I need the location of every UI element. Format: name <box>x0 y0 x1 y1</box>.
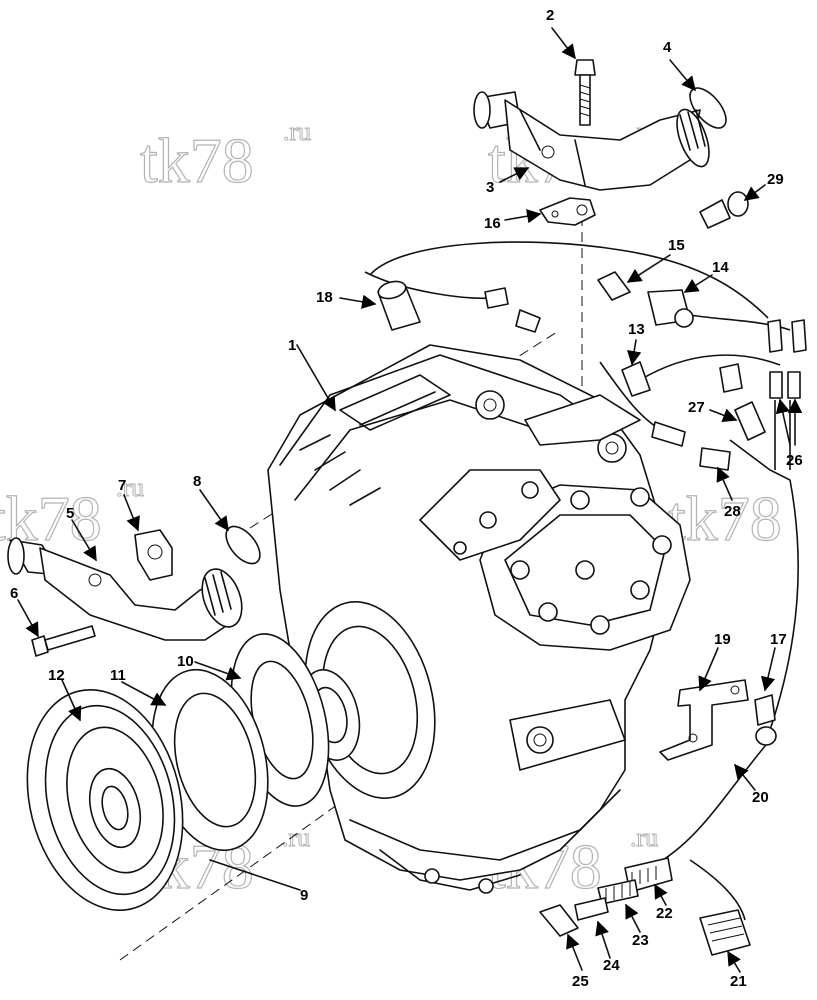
watermark: tk78 .ru <box>139 117 311 197</box>
callout-8: 8 <box>193 473 201 490</box>
callout-2: 2 <box>546 7 554 24</box>
connector-21 <box>699 909 751 956</box>
callout-1: 1 <box>288 337 296 354</box>
svg-text:tk78: tk78 <box>140 125 254 196</box>
clutch-assembly <box>26 633 330 911</box>
callout-13: 13 <box>628 321 645 338</box>
terminal-lock-25 <box>539 904 579 937</box>
mounting-bracket-19 <box>659 679 749 761</box>
wiring-harness <box>364 241 807 921</box>
cable-clamp-29 <box>699 191 749 229</box>
svg-text:.ru: .ru <box>283 117 311 146</box>
callout-11: 11 <box>110 667 126 684</box>
connector-27 <box>734 401 766 441</box>
fitting-15 <box>597 271 631 301</box>
callout-12: 12 <box>48 667 65 684</box>
callout-5: 5 <box>66 505 74 522</box>
callout-21: 21 <box>730 973 747 990</box>
callout-18: 18 <box>316 289 333 306</box>
callout-24: 24 <box>603 957 620 974</box>
watermark: tk78 <box>667 482 782 554</box>
callout-17: 17 <box>770 631 787 648</box>
callout-16: 16 <box>484 215 501 232</box>
sensor-13 <box>621 361 651 397</box>
callout-6: 6 <box>10 585 18 602</box>
callout-28: 28 <box>724 503 741 520</box>
seal-24 <box>574 897 609 921</box>
suction-elbow-assembly <box>7 525 261 657</box>
callout-15: 15 <box>668 237 685 254</box>
callout-3: 3 <box>486 179 494 196</box>
callout-26: 26 <box>786 452 803 469</box>
connector-parts <box>539 857 751 956</box>
callout-19: 19 <box>714 631 731 648</box>
bolt-2 <box>574 59 596 126</box>
connector-28 <box>699 447 731 471</box>
clamp-17 <box>754 694 777 746</box>
compressor-body <box>267 344 691 894</box>
callout-27: 27 <box>688 399 705 416</box>
head-bolts-top <box>475 390 641 463</box>
callout-10: 10 <box>177 653 194 670</box>
callout-7: 7 <box>118 477 126 494</box>
svg-text:.ru: .ru <box>630 823 658 852</box>
callout-4: 4 <box>663 39 672 56</box>
svg-text:.ru: .ru <box>282 823 310 852</box>
callout-29: 29 <box>767 171 784 188</box>
callout-14: 14 <box>712 259 729 276</box>
callout-20: 20 <box>752 789 769 806</box>
svg-text:.ru: .ru <box>116 473 144 502</box>
leader-lines <box>17 27 803 973</box>
svg-text:tk78: tk78 <box>668 483 782 554</box>
callout-22: 22 <box>656 905 673 922</box>
callout-23: 23 <box>632 932 649 949</box>
callout-labels: 2 4 3 16 29 15 14 18 13 1 27 26 28 7 8 5… <box>10 7 803 990</box>
callout-9: 9 <box>300 887 308 904</box>
discharge-elbow-assembly <box>473 59 727 226</box>
callout-25: 25 <box>572 973 589 990</box>
